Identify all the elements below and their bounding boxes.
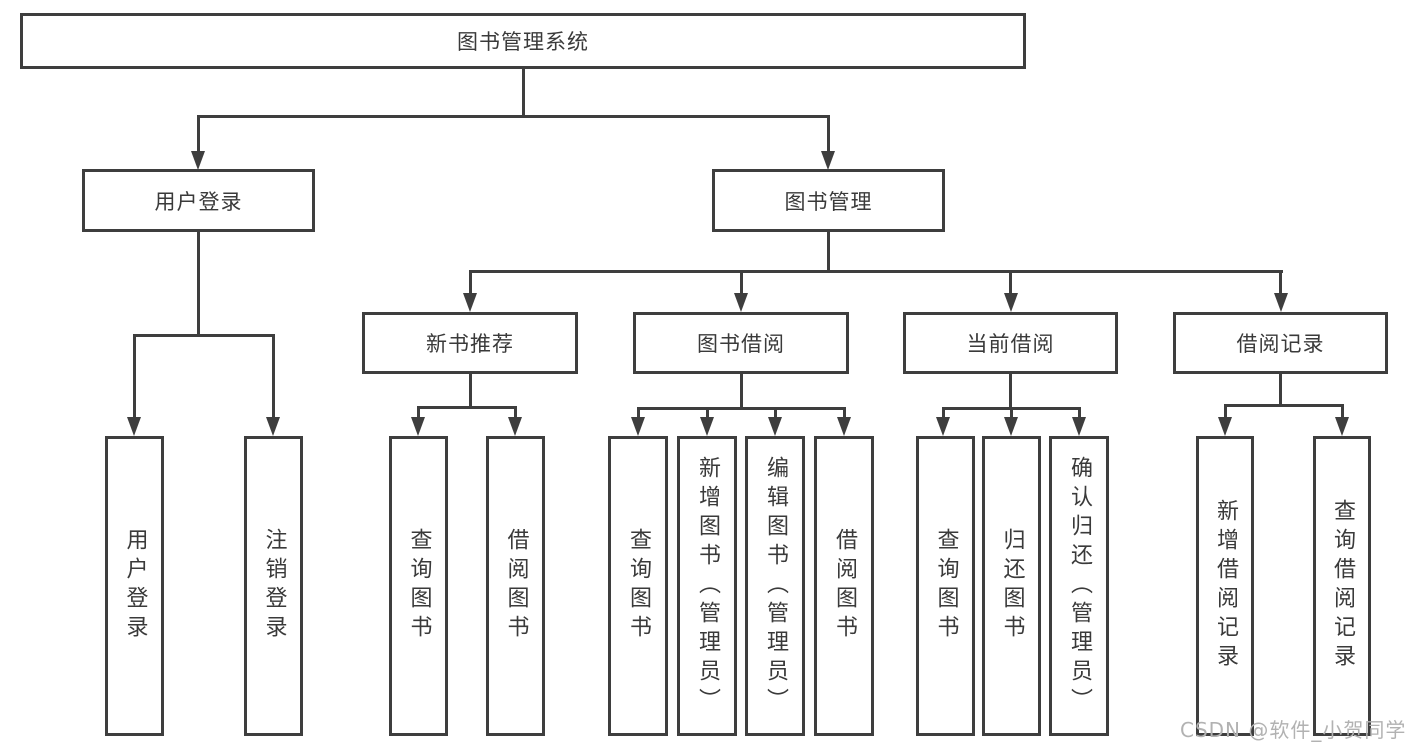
node-label: 用户登录	[154, 189, 243, 214]
leaf-query-book-recommend: 查询图书	[389, 436, 448, 736]
leaf-borrow-book: 借阅图书	[814, 436, 874, 736]
connector-user-login-stem	[196, 115, 200, 152]
arrowhead-cb-confirm	[1072, 417, 1086, 436]
node-book-borrow: 图书借阅	[633, 312, 849, 374]
node-library-management-system: 图书管理系统	[20, 13, 1026, 69]
arrowhead-records	[1273, 293, 1288, 312]
node-current-borrow: 当前借阅	[903, 312, 1118, 374]
connector-borrow-rail	[636, 407, 846, 410]
leaf-return-book: 归还图书	[982, 436, 1041, 736]
leaf-query-book-borrow: 查询图书	[608, 436, 668, 736]
node-user-login: 用户登录	[82, 169, 315, 232]
node-label: 借阅记录	[1236, 332, 1325, 356]
arrowhead-borrow	[734, 293, 748, 312]
connector-root-stem	[521, 69, 525, 117]
node-borrow-records: 借阅记录	[1173, 312, 1388, 374]
arrowhead-leaf-logout	[266, 417, 280, 436]
leaf-add-book-admin: 新增图书（管理员）	[677, 436, 737, 736]
node-label: 当前借阅	[966, 332, 1055, 356]
connector-root-rail	[196, 115, 830, 118]
leaf-label: 新增图书（管理员）	[695, 455, 720, 717]
connector-book-mgmt-stem	[826, 115, 830, 152]
arrowhead-bb-borrow	[837, 417, 851, 436]
leaf-edit-book-admin: 编辑图书（管理员）	[745, 436, 805, 736]
leaf-user-login: 用户登录	[105, 436, 164, 736]
arrowhead-cb-return	[1004, 417, 1018, 436]
leaf-label: 查询图书	[933, 528, 959, 644]
connector-rec-query-stem	[416, 406, 420, 419]
leaf-label: 查询图书	[406, 528, 432, 644]
arrowhead-book-mgmt	[821, 151, 835, 170]
leaf-label: 编辑图书（管理员）	[763, 455, 788, 717]
connector-bb-query-stem	[636, 407, 640, 419]
connector-cb-confirm-stem	[1077, 407, 1081, 419]
node-book-management: 图书管理	[712, 169, 945, 232]
arrowhead-current	[1003, 293, 1018, 312]
leaf-label: 查询图书	[626, 528, 651, 644]
connector-rr-add-stem	[1223, 404, 1227, 419]
connector-mgmt-trunk-stem	[826, 232, 830, 273]
connector-bb-add-stem	[705, 407, 709, 419]
connector-cb-query-stem	[941, 407, 945, 419]
arrowhead-rec-query	[411, 417, 425, 436]
node-new-book-recommend: 新书推荐	[362, 312, 578, 374]
connector-borrow-stem	[739, 270, 743, 294]
connector-borrow-branch-stem	[739, 374, 743, 409]
leaf-label: 查询借阅记录	[1330, 499, 1355, 673]
connector-mgmt-rail	[468, 270, 1283, 273]
arrowhead-user-login	[191, 151, 205, 170]
csdn-watermark: CSDN @软件_小贺同学	[1180, 718, 1405, 742]
leaf-query-borrow-record: 查询借阅记录	[1313, 436, 1371, 736]
leaf-add-borrow-record: 新增借阅记录	[1196, 436, 1254, 736]
arrowhead-rr-query	[1335, 417, 1349, 436]
node-label: 新书推荐	[426, 332, 514, 356]
connector-current-branch-stem	[1009, 374, 1012, 409]
connector-bb-edit-stem	[773, 407, 777, 419]
connector-recommend-branch-stem	[468, 374, 472, 408]
connector-rr-query-stem	[1340, 404, 1344, 419]
node-label: 图书管理系统	[457, 30, 589, 54]
node-label: 图书借阅	[697, 332, 785, 356]
connector-new-book-stem	[468, 270, 472, 294]
arrowhead-cb-query	[936, 417, 950, 436]
arrowhead-rec-borrow	[508, 417, 522, 436]
connector-records-stem	[1279, 270, 1282, 294]
connector-leaf-login-stem	[132, 334, 136, 418]
connector-leaf-logout-stem	[271, 334, 275, 418]
arrowhead-new-book	[463, 293, 477, 312]
leaf-label: 新增借阅记录	[1213, 499, 1238, 673]
leaf-label: 借阅图书	[503, 528, 529, 644]
connector-rec-borrow-stem	[513, 406, 517, 419]
arrowhead-bb-edit	[768, 417, 782, 436]
leaf-label: 借阅图书	[832, 528, 857, 644]
connector-login-branch-rail	[132, 334, 275, 337]
leaf-label: 用户登录	[122, 528, 148, 644]
arrowhead-rr-add	[1218, 417, 1232, 436]
leaf-label: 归还图书	[999, 528, 1025, 644]
arrowhead-bb-query	[631, 417, 645, 436]
node-label: 图书管理	[784, 189, 873, 214]
connector-bb-borrow-stem	[842, 407, 846, 419]
connector-login-branch-stem	[196, 232, 200, 336]
leaf-label: 确认归还（管理员）	[1067, 455, 1092, 717]
leaf-confirm-return-admin: 确认归还（管理员）	[1049, 436, 1109, 736]
connector-cb-return-stem	[1009, 407, 1013, 419]
connector-current-stem	[1009, 270, 1012, 294]
leaf-borrow-book-recommend: 借阅图书	[486, 436, 545, 736]
leaf-label: 注销登录	[261, 528, 287, 644]
arrowhead-bb-add	[700, 417, 714, 436]
leaf-logout-login: 注销登录	[244, 436, 303, 736]
arrowhead-leaf-login	[127, 417, 141, 436]
connector-records-rail	[1223, 404, 1344, 407]
connector-recommend-rail	[416, 406, 517, 409]
leaf-query-book-current: 查询图书	[916, 436, 975, 736]
connector-records-branch-stem	[1279, 374, 1282, 406]
